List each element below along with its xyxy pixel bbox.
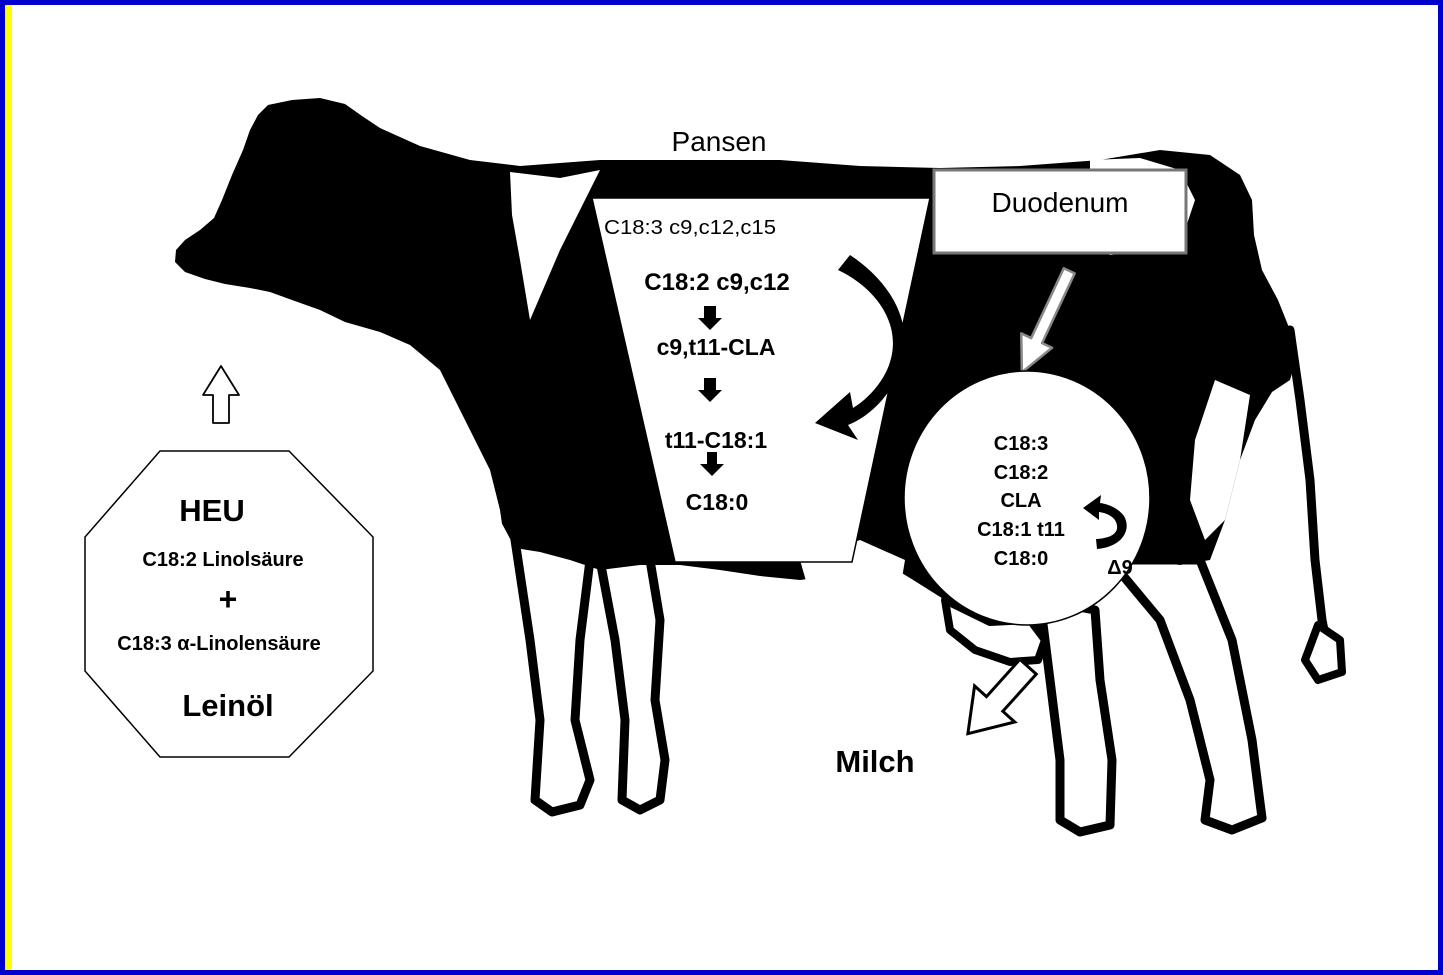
feed-linolen-label: C18:3 α-Linolensäure [117,633,320,655]
udder-line3: CLA [1000,490,1041,512]
feed-linol-label: C18:2 Linolsäure [142,549,303,571]
rumen-step4-label: C18:0 [686,489,749,515]
hind-right-leg [1110,560,1262,830]
pansen-label: Pansen [672,126,767,157]
feed-up-arrow-icon [203,366,239,423]
front-right-leg [600,560,665,810]
rumen-step2-label: c9,t11-CLA [657,334,776,360]
front-left-leg [515,540,590,812]
rumen-step1-label: C18:2 c9,c12 [644,269,789,296]
cow-tail [1290,330,1330,660]
rumen-top-label: C18:3 c9,c12,c15 [604,217,776,239]
feed-heu-label: HEU [179,493,244,528]
udder-line5: C18:0 [994,548,1048,570]
milch-label: Milch [835,744,914,779]
feed-plus-label: + [219,581,238,617]
cow-tail-tuft [1305,625,1342,680]
delta9-label: Δ9 [1107,557,1133,579]
udder-line2: C18:2 [994,462,1048,484]
rumen-step3-label: t11-C18:1 [665,427,767,453]
feed-leinoel-label: Leinöl [182,688,273,723]
udder-line1: C18:3 [994,433,1048,455]
hind-left-leg [1040,600,1112,832]
udder-line4: C18:1 t11 [977,519,1065,541]
duodenum-label: Duodenum [992,187,1129,218]
